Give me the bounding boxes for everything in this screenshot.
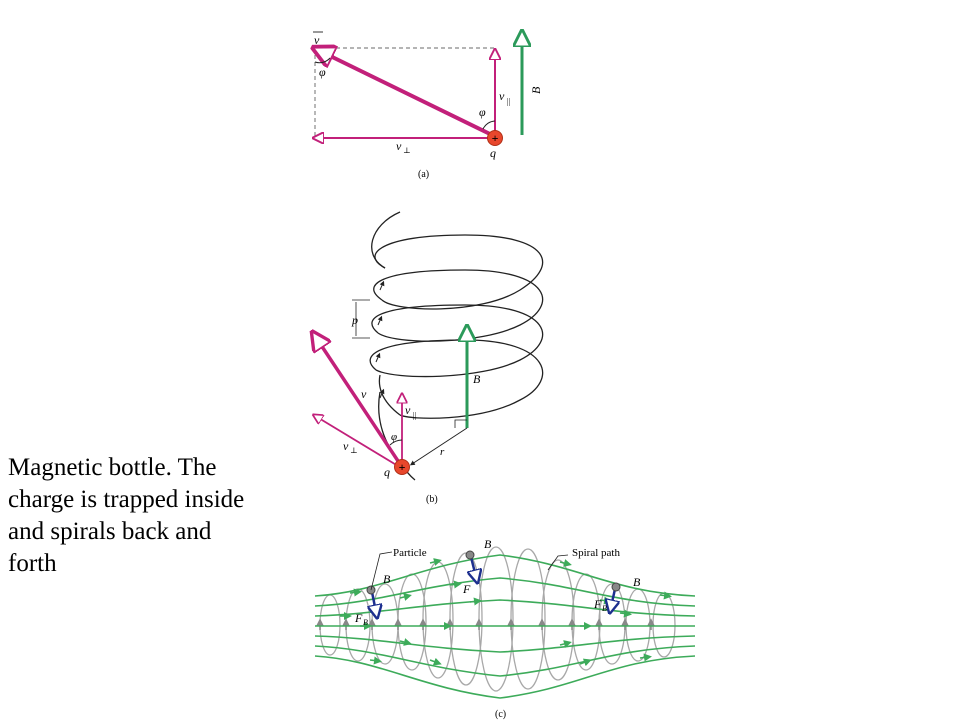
panel-a: + v φ φ v || v ⊥ B q (a) xyxy=(313,32,543,180)
label-v-par-a: v xyxy=(499,89,505,103)
label-v-perp-sub-a: ⊥ xyxy=(403,146,411,155)
charge-a xyxy=(487,130,503,146)
label-fb-left-sub: B xyxy=(363,618,368,627)
charge-b xyxy=(394,459,410,475)
label-fb-left: F xyxy=(354,611,363,625)
label-f-center: F xyxy=(462,582,471,596)
label-b3: B xyxy=(633,575,641,589)
helix xyxy=(369,211,544,481)
label-v-perp-b: v xyxy=(343,439,349,453)
panel-b: p B r + v v || v ⊥ φ q (b) xyxy=(317,211,544,505)
label-phi-b: φ xyxy=(391,431,397,443)
panel-c: Particle Spiral path B B B F F B F B (c) xyxy=(314,537,696,720)
label-b2: B xyxy=(484,537,492,551)
label-q-a: q xyxy=(490,146,496,160)
label-phi-bottom: φ xyxy=(479,105,486,119)
label-v-par-sub-a: || xyxy=(506,97,510,106)
v-arrow-b xyxy=(317,339,402,465)
label-v-perp-sub-b: ⊥ xyxy=(350,446,358,455)
label-fb-right-sub: B xyxy=(602,604,607,613)
particle-right xyxy=(611,582,621,607)
label-v-par-b: v xyxy=(405,403,411,417)
particle-center xyxy=(465,550,476,577)
label-v-a: v xyxy=(314,33,320,47)
plus-b: + xyxy=(399,460,406,474)
label-b-b: B xyxy=(473,372,481,386)
label-v-perp-a: v xyxy=(396,139,402,153)
label-panel-b: (b) xyxy=(426,494,438,505)
v-perp-arrow-b xyxy=(317,417,399,467)
label-v-b: v xyxy=(361,387,367,401)
v-arrow xyxy=(322,52,493,137)
label-particle: Particle xyxy=(393,547,427,559)
label-panel-c: (c) xyxy=(495,709,506,720)
label-q-b: q xyxy=(384,465,390,479)
label-v-par-sub-b: || xyxy=(412,411,416,420)
label-b1: B xyxy=(383,572,391,586)
phi-arc-top xyxy=(314,57,331,64)
label-b-a: B xyxy=(529,86,543,94)
phi-arc-bottom xyxy=(482,120,496,130)
label-fb-right: F xyxy=(593,597,602,611)
label-panel-a: (a) xyxy=(418,169,429,180)
label-p: p xyxy=(351,313,358,327)
label-r: r xyxy=(440,446,445,458)
label-spiral-path: Spiral path xyxy=(572,547,620,559)
plus-a: + xyxy=(492,131,499,145)
caption-text: Magnetic bottle. The charge is trapped i… xyxy=(8,454,245,577)
label-phi-top: φ xyxy=(319,65,326,79)
spiral-loops xyxy=(319,546,676,692)
